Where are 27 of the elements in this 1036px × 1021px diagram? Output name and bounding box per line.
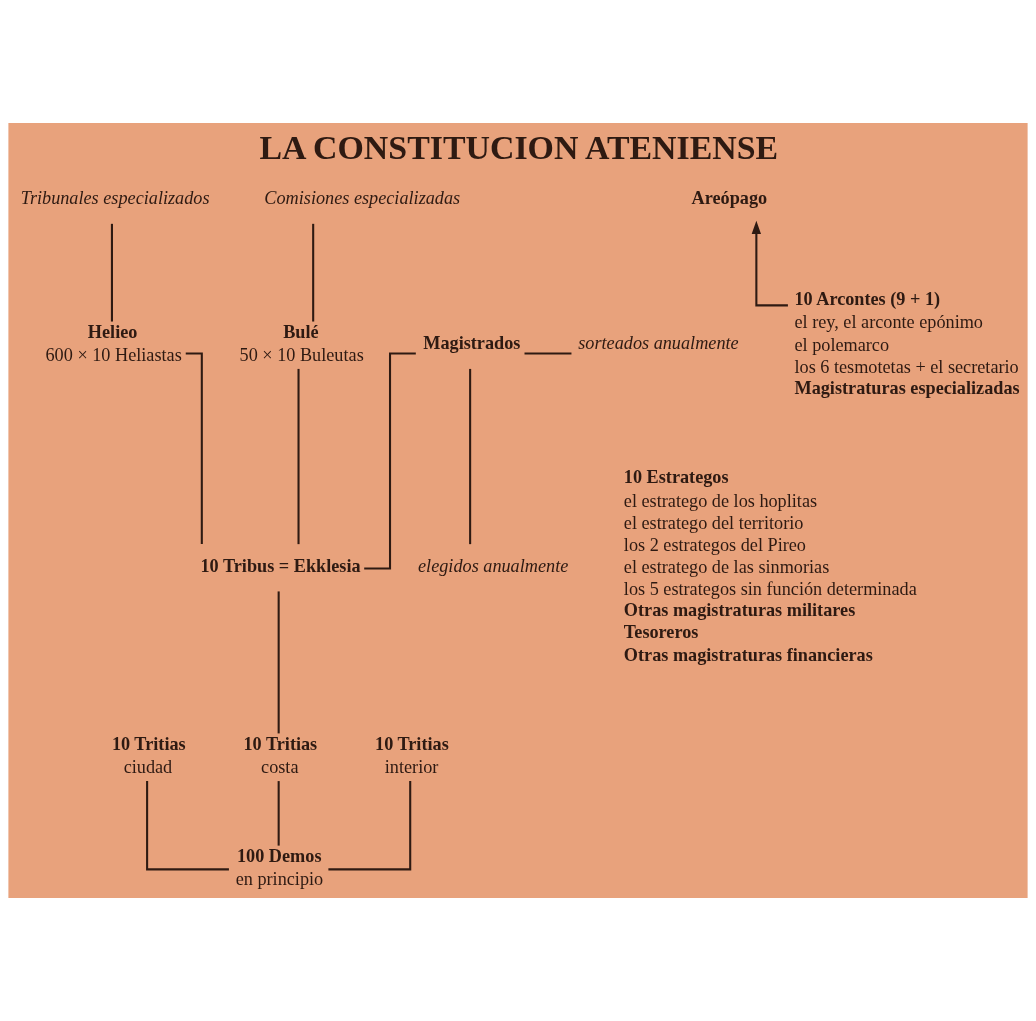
connector	[469, 368, 472, 545]
connector	[297, 368, 300, 545]
connector	[146, 781, 229, 871]
node-text: Areópago	[691, 188, 768, 209]
node-text: 10 Tritias interior	[375, 733, 449, 778]
node-text: 10 Estrategos el estratego de los hoplitas el estratego del territorio los 2 estrategos del Pireo el estratego de las sinmorias los 5 estrategos sin función determinada Otras magistraturas militares Tesoreros Otras magistraturas financieras	[623, 467, 917, 665]
node-text: Tribunales especializados	[20, 188, 210, 209]
node-text: 10 Arcontes (9 + 1) el rey, el arconte epónimo el polemarco los 6 tesmotetas + el secretario Magistraturas especializadas	[794, 288, 1020, 398]
arrow	[751, 220, 788, 307]
node-text: Helieo 600 × 10 Heliastas	[45, 321, 182, 365]
connector	[328, 781, 412, 871]
node-text: sorteados anualmente	[578, 333, 739, 354]
node-text: Bulé 50 × 10 Buleutas	[239, 321, 364, 365]
connector	[277, 781, 280, 846]
node-text: elegidos anualmente	[418, 555, 569, 576]
node-text: 10 Tribus = Ekklesia	[200, 555, 361, 576]
node-text: Magistrados	[423, 333, 521, 354]
connector	[364, 352, 416, 570]
node-text: 100 Demos en principio	[235, 845, 324, 890]
connector	[312, 223, 315, 322]
node-text: Comisiones especializadas	[264, 188, 461, 209]
connector	[110, 223, 113, 322]
diagram-title: LA CONSTITUCION ATENIENSE	[259, 129, 779, 167]
node-text: 10 Tritias ciudad	[111, 733, 186, 778]
node-text: 10 Tritias costa	[243, 733, 318, 778]
connector	[277, 591, 280, 734]
connector	[524, 352, 572, 355]
